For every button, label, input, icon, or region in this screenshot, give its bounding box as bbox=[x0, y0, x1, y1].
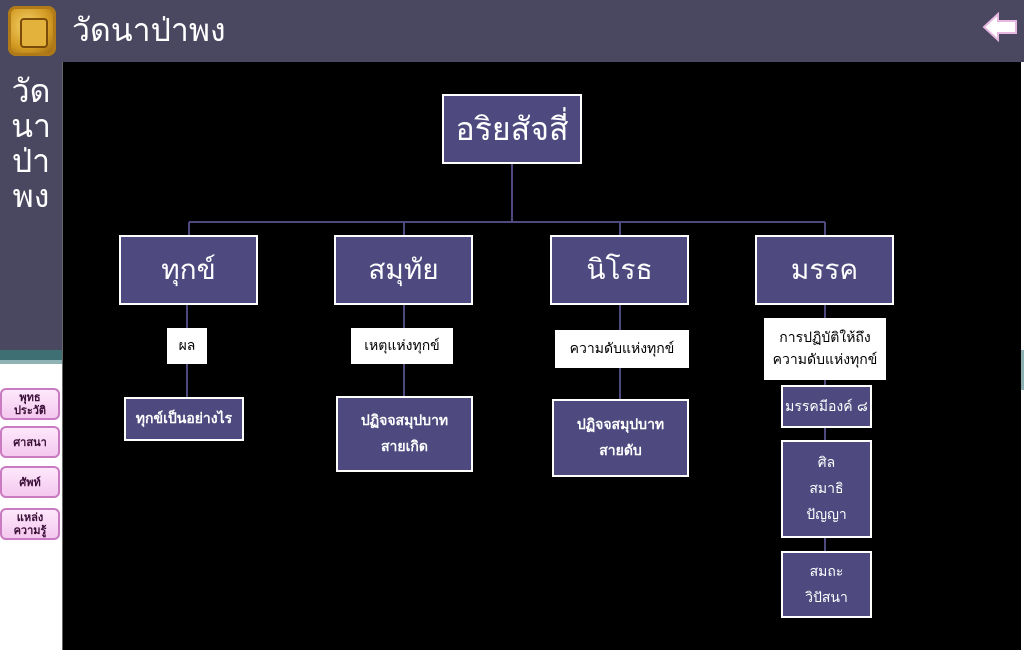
branch-node-magga: มรรค bbox=[755, 235, 894, 305]
child-node: ปฏิจจสมุปบาท สายเกิด bbox=[336, 396, 473, 472]
root-node: อริยสัจสี่ bbox=[442, 94, 582, 164]
temple-logo-icon bbox=[8, 6, 56, 56]
divider bbox=[0, 350, 62, 360]
diagram-panel: อริยสัจสี่ ทุกข์ สมุทัย นิโรธ มรรค ผล เห… bbox=[62, 62, 1021, 650]
child-node: ปฏิจจสมุปบาท สายดับ bbox=[552, 399, 689, 477]
nav-religion-button[interactable]: ศาสนา bbox=[0, 426, 60, 458]
divider bbox=[1020, 350, 1024, 390]
branch-node-nirodha: นิโรธ bbox=[550, 235, 689, 305]
branch-node-dukkha: ทุกข์ bbox=[119, 235, 258, 305]
divider bbox=[0, 360, 62, 364]
child-node: มรรคมีองค์ ๘ bbox=[781, 385, 872, 428]
left-sidebar: วัด นา ป่า พง bbox=[0, 62, 62, 352]
branch-node-samudaya: สมุทัย bbox=[334, 235, 473, 305]
nav-knowledge-source-button[interactable]: แหล่ง ความรู้ bbox=[0, 508, 60, 540]
site-title: วัดนาป่าพง bbox=[72, 11, 226, 49]
note-label-magga: การปฏิบัติให้ถึง ความดับแห่งทุกข์ bbox=[764, 318, 886, 380]
child-node: สมถะ วิปัสนา bbox=[781, 551, 872, 618]
top-bar: วัดนาป่าพง bbox=[0, 0, 1024, 62]
nav-glossary-button[interactable]: ศัพท์ bbox=[0, 466, 60, 498]
vertical-title: วัด นา ป่า พง bbox=[11, 72, 51, 215]
back-arrow-icon[interactable] bbox=[982, 10, 1018, 44]
child-node: ศิล สมาธิ ปัญญา bbox=[781, 440, 872, 538]
child-node: ทุกข์เป็นอย่างไร bbox=[124, 397, 244, 441]
note-label-nirodha: ความดับแห่งทุกข์ bbox=[555, 330, 689, 368]
nav-buddha-history-button[interactable]: พุทธ ประวัติ bbox=[0, 388, 60, 420]
note-label-samudaya: เหตุแห่งทุกข์ bbox=[351, 328, 453, 364]
note-label-dukkha: ผล bbox=[167, 328, 207, 364]
